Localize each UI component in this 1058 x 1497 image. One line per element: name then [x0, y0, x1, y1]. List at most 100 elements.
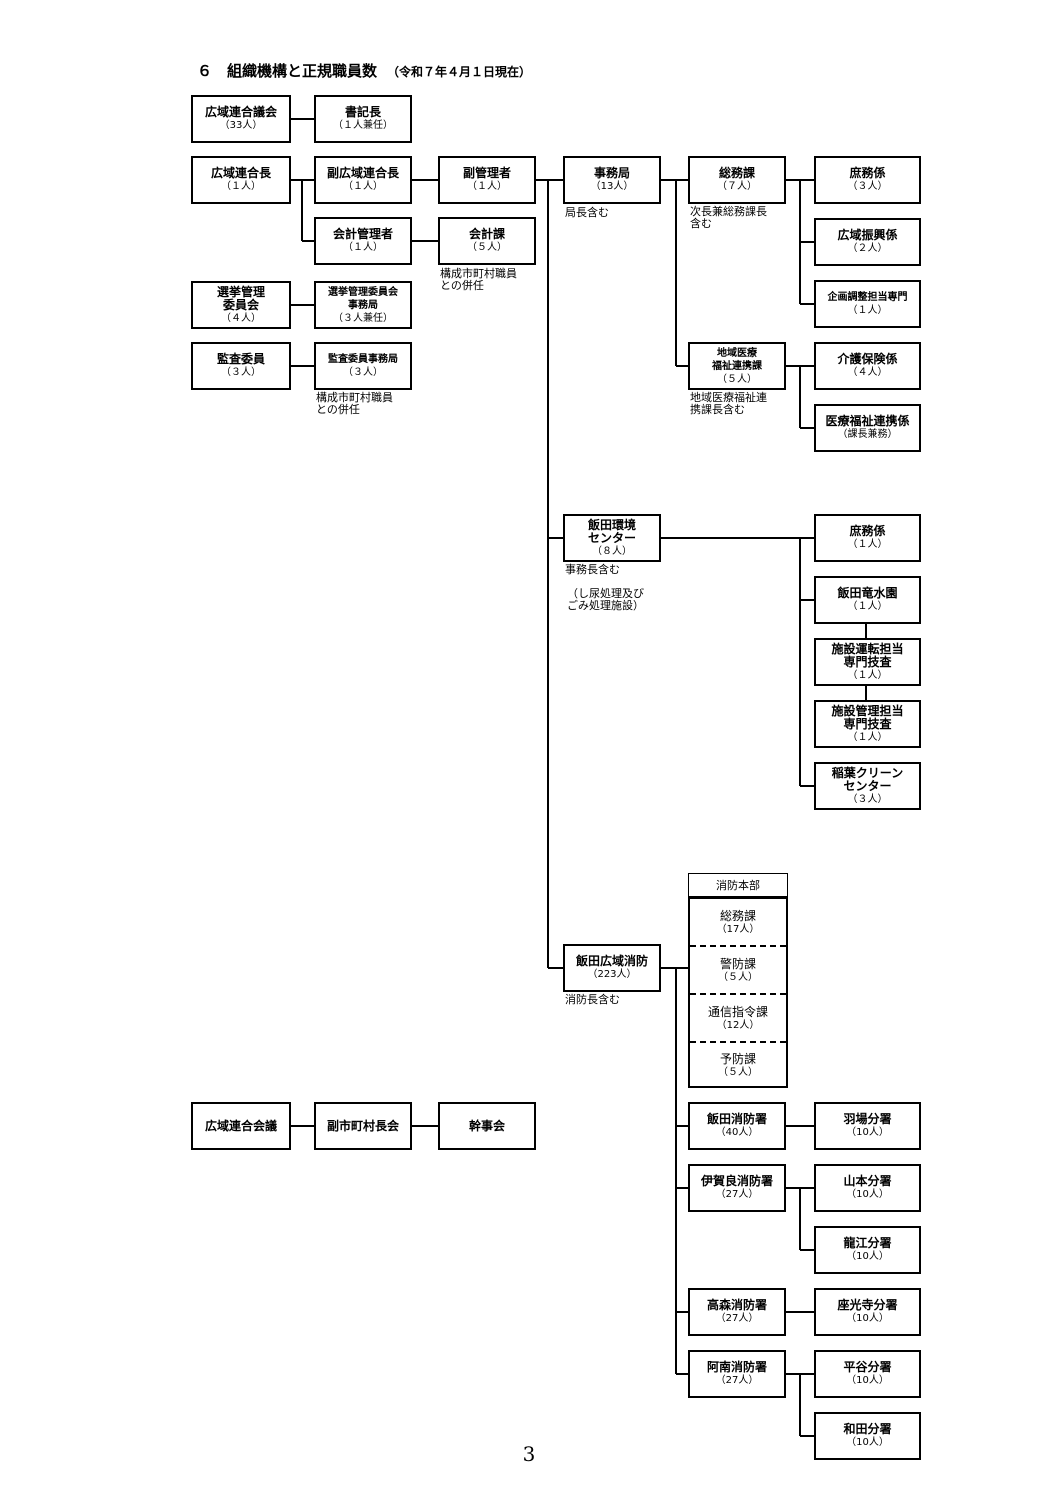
- page-title: ６ 組織機構と正規職員数（令和７年４月１日現在）: [197, 60, 531, 81]
- wada-branch-count: （10人）: [846, 1437, 889, 1448]
- hiraya-branch-count: （10人）: [846, 1375, 889, 1386]
- medical-welfare-box: 医療福祉連携係 （課長兼務）: [814, 404, 921, 452]
- hanba-branch-count: （10人）: [846, 1127, 889, 1138]
- divider: [690, 945, 786, 947]
- election-cmte-name: 選挙管理: [216, 284, 265, 299]
- election-cmte-count: （４人）: [221, 312, 261, 324]
- yamamoto-branch-count: （10人）: [846, 1189, 889, 1200]
- fire-hq-division-count: （12人）: [716, 1019, 760, 1031]
- env-center-note: 事務長含む: [565, 563, 620, 576]
- fire-hq-division: 予防課 （５人）: [690, 1042, 786, 1089]
- env-center-name: センター: [587, 530, 636, 545]
- regional-promo-box: 広域振興係 （２人）: [814, 218, 921, 266]
- vice-manager-count: （１人）: [467, 181, 507, 192]
- divider: [690, 993, 786, 995]
- assembly-box: 広域連合議会 （33人）: [191, 95, 291, 143]
- accounting-div-box: 会計課 （５人）: [438, 217, 536, 265]
- auditor-name: 監査委員: [216, 352, 265, 366]
- iida-suisuien-name: 飯田竜水園: [837, 586, 898, 600]
- fire-hq-division-name: 警防課: [719, 956, 756, 971]
- fire-hq-division-name: 通信指令課: [707, 1004, 768, 1019]
- election-office-name: 事務局: [348, 299, 378, 311]
- accounting-note-line: との併任: [440, 279, 484, 292]
- iida-suisuien-count: （１人）: [847, 601, 888, 612]
- env-facility-note-line: ごみ処理施設）: [567, 599, 644, 612]
- zakoji-branch-name: 座光寺分署: [837, 1298, 898, 1312]
- fire-hq-division: 総務課 （17人）: [690, 899, 786, 946]
- page-number: 3: [522, 1442, 536, 1466]
- general-affairs-note-line: 次長兼総務課長: [690, 205, 767, 218]
- fire-hq-division: 通信指令課 （12人）: [690, 995, 786, 1042]
- election-office-count: （３人兼任）: [333, 312, 393, 324]
- accounting-div-count: （５人）: [467, 242, 507, 253]
- planning-name: 企画調整担当専門: [827, 292, 908, 303]
- deputy-mayors-name: 副市町村長会: [326, 1118, 399, 1133]
- assembly-count: （33人）: [219, 120, 263, 131]
- igara-station-name: 伊賀良消防署: [700, 1174, 773, 1188]
- council-meeting-box: 広域連合会議: [191, 1102, 291, 1150]
- hanba-branch-box: 羽場分署 （10人）: [814, 1102, 921, 1150]
- accounting-note-line: 構成市町村職員: [440, 267, 517, 280]
- facility-management-name: 施設管理担当: [831, 703, 904, 718]
- planning-count: （１人）: [847, 305, 888, 316]
- igara-station-count: （27人）: [715, 1189, 759, 1200]
- secretariat-name: 事務局: [593, 166, 630, 180]
- election-cmte-box: 選挙管理 委員会 （４人）: [191, 281, 291, 329]
- shomu-1-box: 庶務係 （３人）: [814, 156, 921, 204]
- as-of-date: （令和７年４月１日現在）: [387, 65, 532, 79]
- wada-branch-name: 和田分署: [843, 1422, 892, 1436]
- clerk-count: （１人兼任）: [333, 120, 393, 131]
- inaba-clean-name: センター: [843, 778, 892, 793]
- fire-hq-box: 総務課 （17人） 警防課 （５人） 通信指令課 （12人） 予防課 （５人）: [688, 897, 788, 1088]
- audit-office-count: （３人）: [343, 367, 383, 378]
- yamamoto-branch-box: 山本分署 （10人）: [814, 1164, 921, 1212]
- accounting-div-name: 会計課: [468, 227, 505, 241]
- env-center-count: （８人）: [592, 545, 632, 557]
- community-care-note-line: 携課長含む: [690, 403, 745, 416]
- fire-hq-division-count: （５人）: [718, 971, 758, 983]
- executive-cmte-name: 幹事会: [468, 1118, 505, 1133]
- care-insurance-name: 介護保険係: [837, 352, 898, 366]
- facility-management-box: 施設管理担当 専門技査 （１人）: [814, 700, 921, 748]
- takamori-station-name: 高森消防署: [706, 1298, 767, 1312]
- accounting-note: 構成市町村職員 との併任: [440, 268, 517, 292]
- clerk-box: 書記長 （１人兼任）: [314, 95, 412, 143]
- facility-operation-name: 専門技査: [843, 654, 892, 669]
- assembly-name: 広域連合議会: [204, 105, 277, 119]
- hanba-branch-name: 羽場分署: [843, 1112, 892, 1126]
- clerk-name: 書記長: [344, 105, 381, 119]
- community-care-box: 地域医療 福祉連携課 （５人）: [688, 342, 786, 390]
- fire-hq-label: 消防本部: [688, 873, 788, 897]
- auditor-box: 監査委員 （３人）: [191, 342, 291, 390]
- facility-management-count: （１人）: [847, 731, 888, 743]
- medical-welfare-name: 医療福祉連携係: [825, 414, 910, 428]
- wada-branch-box: 和田分署 （10人）: [814, 1412, 921, 1460]
- hiraya-branch-name: 平谷分署: [843, 1360, 892, 1374]
- takamori-station-box: 高森消防署 （27人）: [688, 1288, 786, 1336]
- accountant-name: 会計管理者: [332, 227, 393, 241]
- general-affairs-note-line: 含む: [690, 217, 712, 230]
- fire-hq-division-count: （17人）: [716, 923, 760, 935]
- deputy-head-count: （１人）: [343, 181, 383, 192]
- anan-station-name: 阿南消防署: [706, 1360, 767, 1374]
- iida-station-box: 飯田消防署 （40人）: [688, 1102, 786, 1150]
- fire-hq-division-count: （５人）: [718, 1066, 758, 1078]
- community-care-name: 地域医療: [717, 347, 757, 359]
- divider: [690, 1041, 786, 1043]
- audit-office-name: 監査委員事務局: [328, 354, 398, 365]
- head-box: 広域連合長 （１人）: [191, 156, 291, 204]
- fire-hq-division-name: 総務課: [719, 908, 756, 923]
- secretariat-box: 事務局 （13人）: [563, 156, 661, 204]
- deputy-head-name: 副広域連合長: [326, 166, 399, 180]
- fire-dept-box: 飯田広域消防 （223人）: [563, 944, 661, 992]
- facility-operation-box: 施設運転担当 専門技査 （１人）: [814, 638, 921, 686]
- regional-promo-name: 広域振興係: [837, 228, 898, 242]
- facility-operation-name: 施設運転担当: [831, 641, 904, 656]
- yamamoto-branch-name: 山本分署: [843, 1174, 892, 1188]
- head-count: （１人）: [221, 181, 261, 192]
- anan-station-count: （27人）: [715, 1375, 759, 1386]
- deputy-head-box: 副広域連合長 （１人）: [314, 156, 412, 204]
- inaba-clean-count: （３人）: [847, 793, 888, 805]
- env-facility-note-line: （し尿処理及び: [567, 587, 644, 600]
- community-care-count: （５人）: [717, 373, 757, 385]
